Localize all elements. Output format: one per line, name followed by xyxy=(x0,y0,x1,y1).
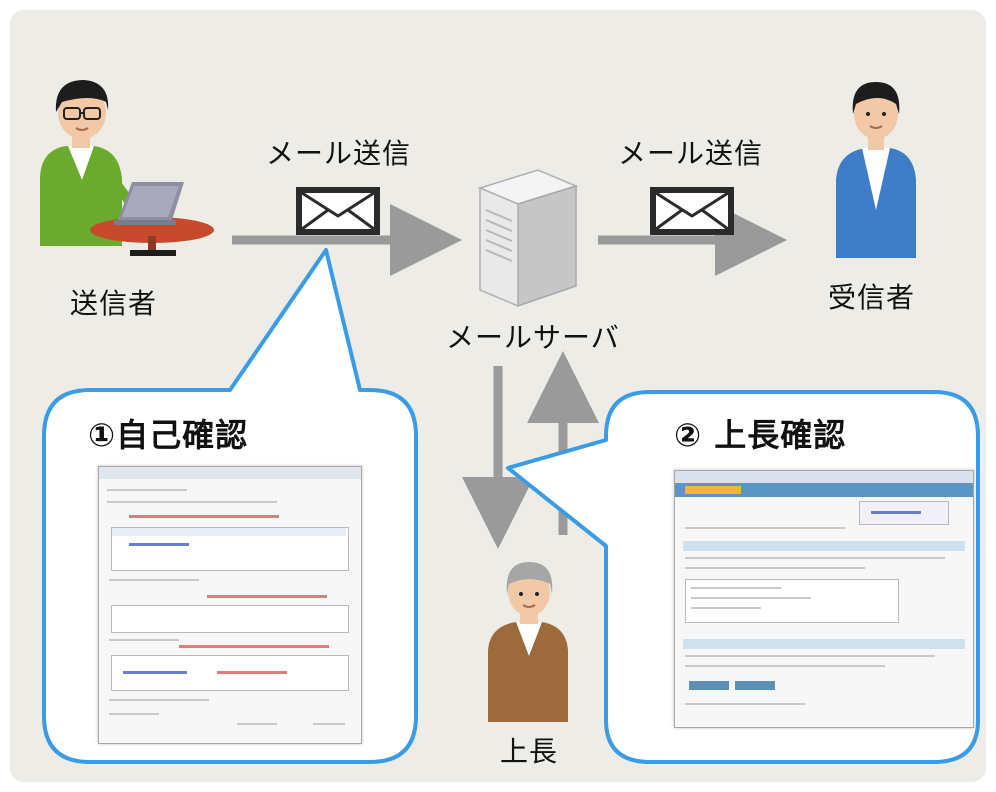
boss-label: 上長 xyxy=(500,735,559,768)
self-check-heading: ①自己確認 xyxy=(88,416,249,454)
receiver-person-icon xyxy=(836,82,916,258)
boss-check-heading: ② 上長確認 xyxy=(674,416,847,454)
server-label: メールサーバ xyxy=(446,321,620,354)
diagram-canvas: メール送信 メール送信 送信者 受信者 メールサーバ 上長 ①自己確認 ② 上長… xyxy=(10,10,986,782)
laptop-icon xyxy=(114,182,184,225)
boss-person-icon xyxy=(488,562,568,722)
send-label-right: メール送信 xyxy=(618,137,764,170)
envelope-icon xyxy=(296,187,380,235)
mail-server-icon xyxy=(477,169,579,308)
boss-check-screenshot xyxy=(674,470,974,728)
envelope-icon xyxy=(650,187,734,235)
sender-person-icon xyxy=(40,80,214,256)
send-label-left: メール送信 xyxy=(266,137,412,170)
self-check-screenshot xyxy=(98,466,362,744)
receiver-label: 受信者 xyxy=(828,281,916,314)
sender-label: 送信者 xyxy=(70,287,158,320)
